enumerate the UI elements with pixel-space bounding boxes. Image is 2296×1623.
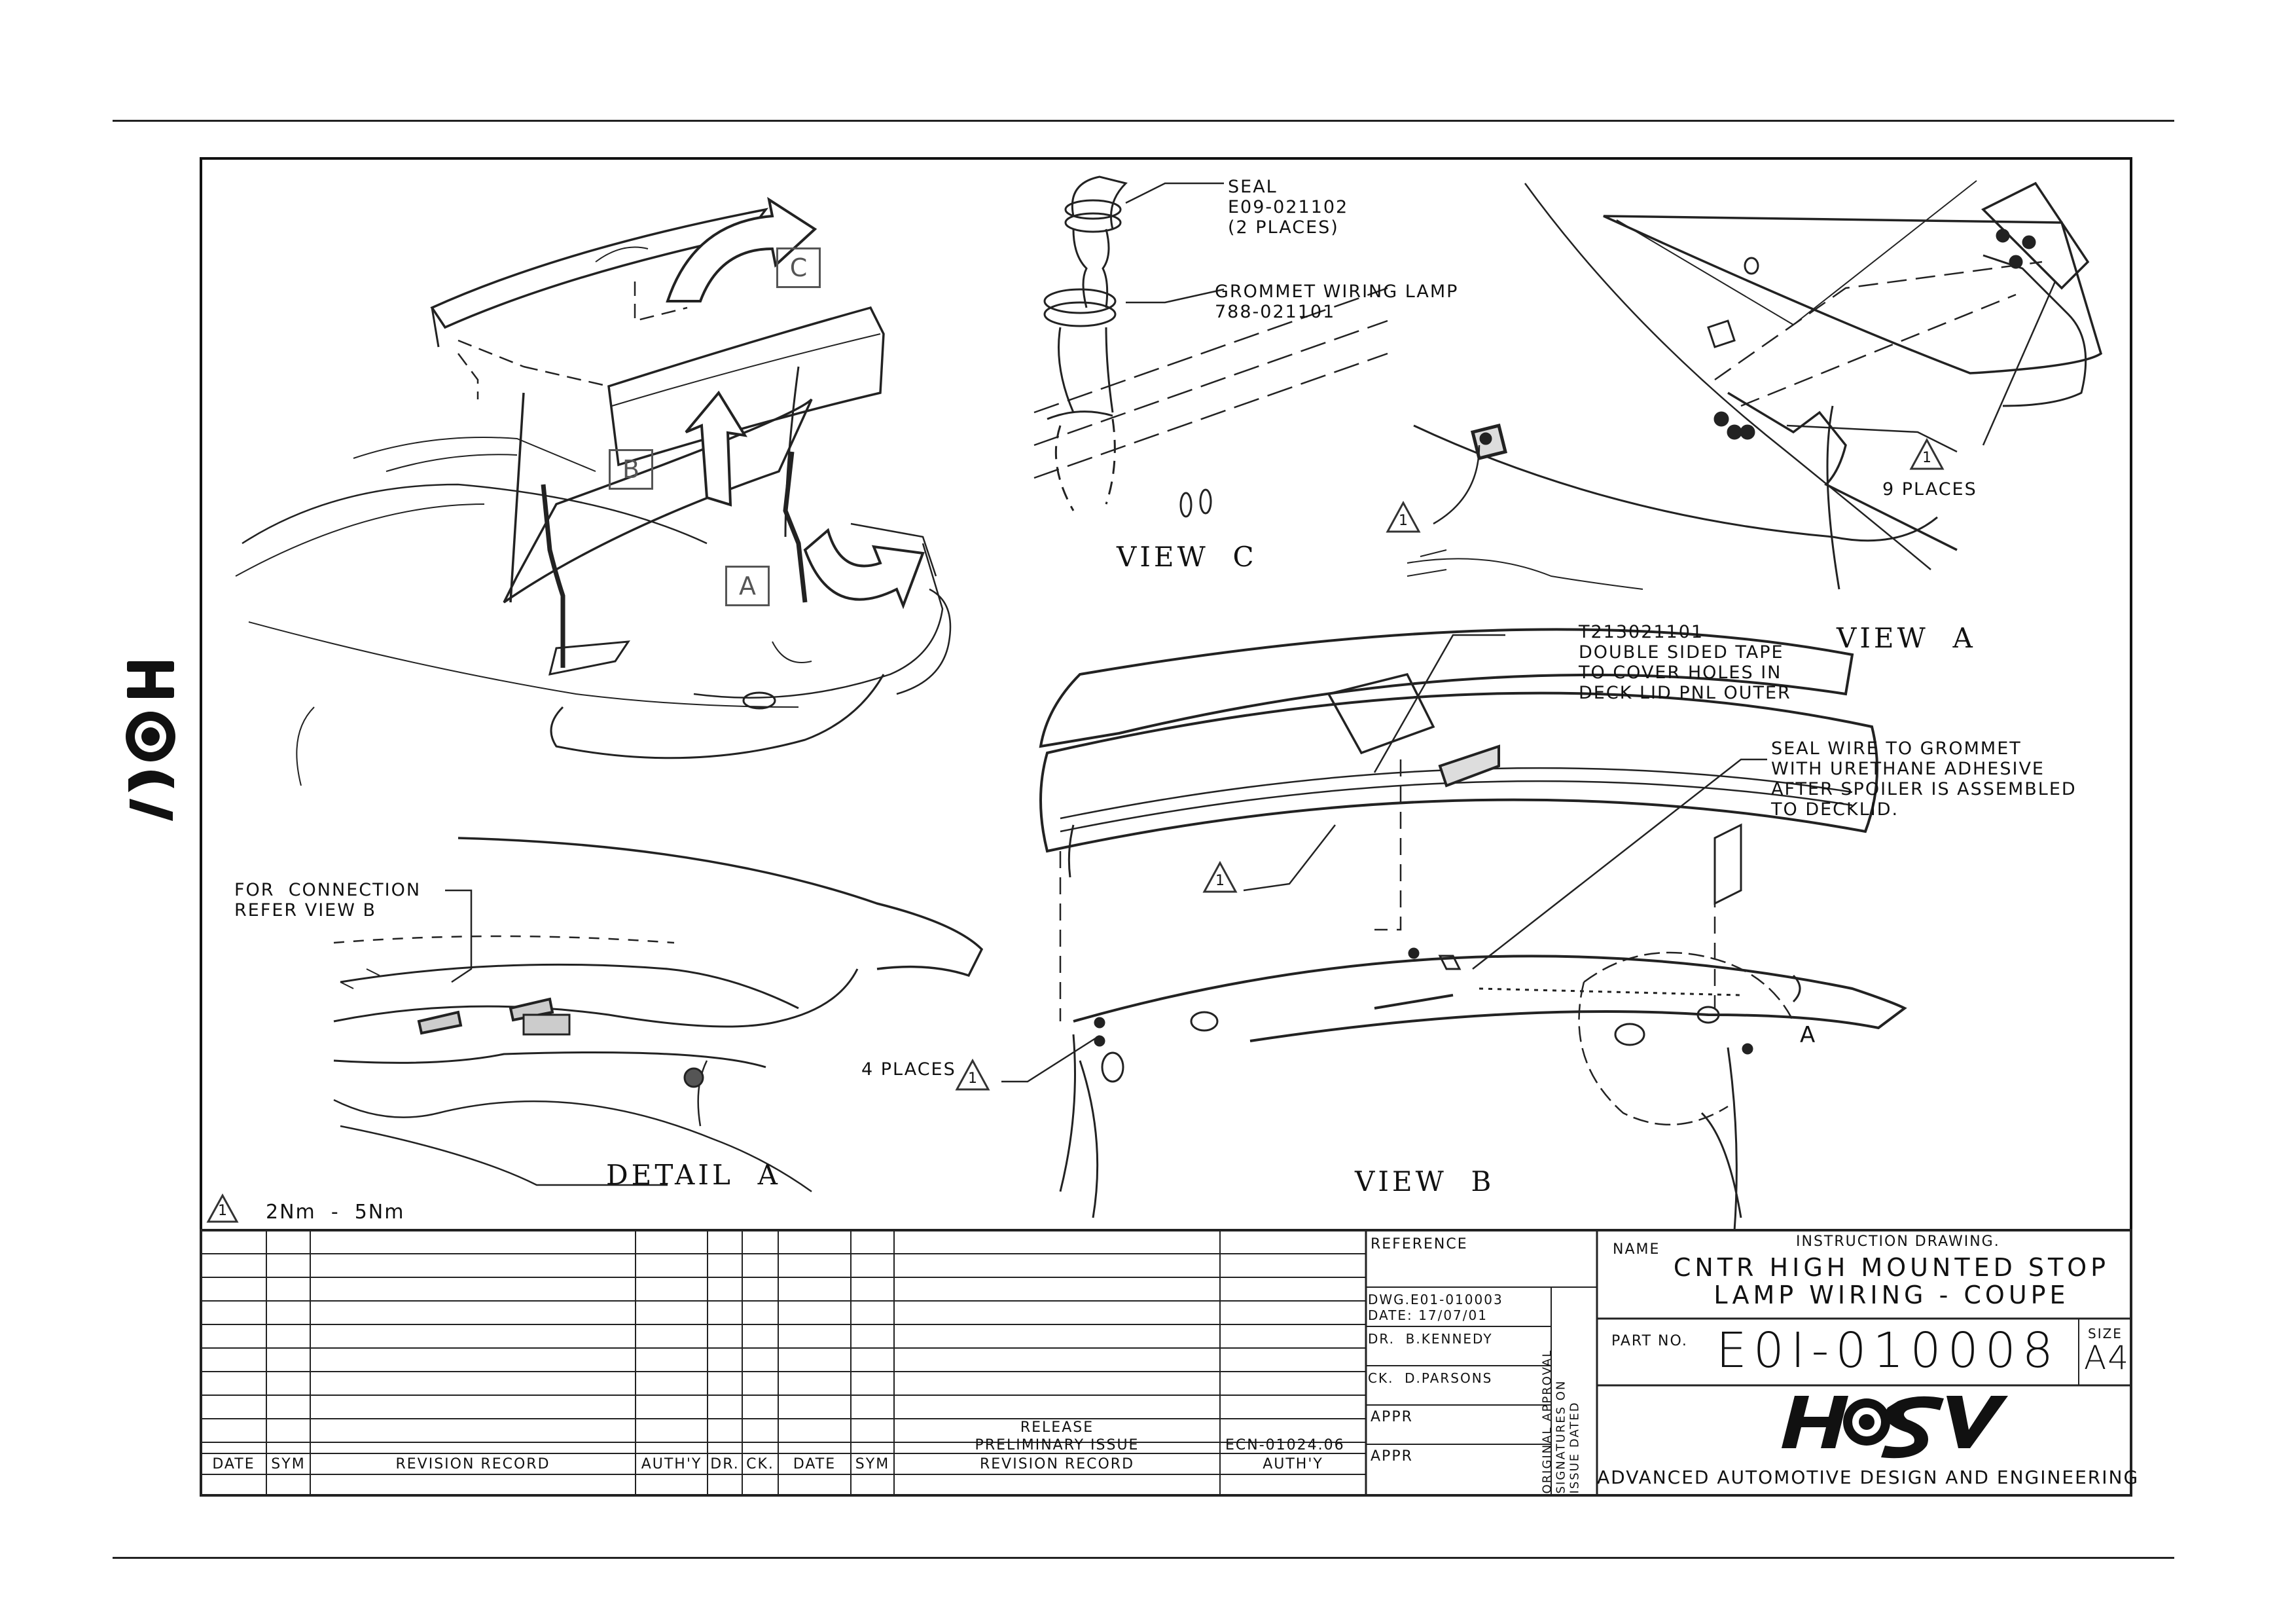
rev-header-record-1: REVISION RECORD	[395, 1456, 550, 1472]
reference-label: REFERENCE	[1371, 1236, 1468, 1252]
drawing-name-line-1: CNTR HIGH MOUNTED STOP	[1673, 1253, 2110, 1282]
approval-1: APPR	[1371, 1409, 1413, 1425]
rotate-arrow-c	[666, 196, 817, 302]
torque-triangle-note-number: 1	[218, 1203, 227, 1219]
callout-seal: SEAL E09-021102 (2 PLACES)	[1228, 177, 1349, 238]
dwg-number: DWG.E01-010003	[1368, 1292, 1503, 1307]
drawing-date: DATE: 17/07/01	[1368, 1307, 1488, 1323]
document-type: INSTRUCTION DRAWING.	[1796, 1233, 2000, 1250]
bottom-rule	[113, 1557, 2174, 1559]
part-no-label: PART NO.	[1611, 1333, 1688, 1349]
callout-seal-wire: SEAL WIRE TO GROMMET WITH URETHANE ADHES…	[1771, 739, 2077, 820]
rev-header-dr: DR.	[710, 1456, 740, 1472]
torque-triangle-view-a-right	[1909, 437, 1945, 470]
torque-triangle-view-a-left	[1386, 500, 1421, 533]
view-a-circle-marker: A	[1800, 1022, 1817, 1048]
torque-triangle-detail-number: 1	[968, 1070, 977, 1087]
callout-connection: FOR CONNECTION REFER VIEW B	[234, 880, 422, 921]
detail-a-title: DETAIL A	[606, 1159, 781, 1191]
torque-triangle-view-a-right-number: 1	[1922, 450, 1931, 466]
view-a-title: VIEW A	[1837, 622, 1976, 654]
approval-vertical-note: ORIGINAL APPROVAL SIGNATURES ON ISSUE DA…	[1540, 1349, 1582, 1494]
top-rule	[113, 120, 2174, 122]
drawn-by: DR. B.KENNEDY	[1368, 1331, 1493, 1347]
torque-triangle-view-b	[1202, 860, 1238, 893]
rev-header-record-2: REVISION RECORD	[979, 1456, 1135, 1472]
rev-header-sym-2: SYM	[855, 1456, 890, 1472]
rev-release: RELEASE	[1020, 1419, 1094, 1436]
checked-by: CK. D.PARSONS	[1368, 1370, 1493, 1386]
drawing-name-line-2: LAMP WIRING - COUPE	[1713, 1281, 2070, 1309]
rev-header-auth-1: AUTH'Y	[641, 1456, 702, 1472]
rev-header-auth-2: AUTH'Y	[1263, 1456, 1323, 1472]
company-name: ADVANCED AUTOMOTIVE DESIGN AND ENGINEERI…	[1597, 1467, 2140, 1488]
name-label: NAME	[1613, 1241, 1660, 1258]
view-b-illustration	[1001, 628, 1907, 1231]
step-box-a: A	[725, 566, 770, 606]
rev-preliminary: PRELIMINARY ISSUE	[975, 1437, 1139, 1453]
title-block-grid	[200, 1229, 2132, 1497]
step-box-c: C	[776, 247, 821, 288]
callout-tape: T213021101 DOUBLE SIDED TAPE TO COVER HO…	[1579, 622, 1791, 703]
rev-header-sym-1: SYM	[271, 1456, 306, 1472]
view-b-title: VIEW B	[1355, 1165, 1495, 1197]
rev-header-ck: CK.	[746, 1456, 774, 1472]
torque-triangle-view-a-left-number: 1	[1399, 513, 1408, 529]
callout-nine-places: 9 PLACES	[1882, 479, 1977, 500]
detail-a-illustration	[333, 837, 984, 1193]
view-c-title: VIEW C	[1117, 541, 1257, 573]
rev-header-date-1: DATE	[212, 1456, 255, 1472]
view-a-illustration	[1407, 180, 2103, 590]
callout-grommet: GROMMET WIRING LAMP 788-021101	[1215, 282, 1459, 322]
hsv-logo-mark	[1782, 1396, 2008, 1459]
size-label: SIZE	[2088, 1326, 2123, 1341]
boot-assembly-illustration	[235, 196, 952, 786]
torque-triangle-note	[206, 1193, 239, 1223]
callout-four-places: 4 PLACES	[861, 1059, 956, 1080]
part-number: E0I-010008	[1716, 1322, 2060, 1379]
sheet-size: A4	[2084, 1339, 2130, 1377]
rev-header-date-2: DATE	[793, 1456, 836, 1472]
approval-2: APPR	[1371, 1448, 1413, 1465]
torque-triangle-detail	[955, 1058, 990, 1091]
torque-note: 2Nm - 5Nm	[266, 1201, 405, 1224]
torque-triangle-view-b-number: 1	[1215, 873, 1225, 889]
lift-arrow-b	[685, 390, 747, 507]
torque-symbols	[206, 437, 1945, 1223]
view-c-illustration	[1033, 175, 1388, 518]
rev-ecn: ECN-01024.06	[1225, 1437, 1345, 1453]
rotate-arrow-a	[803, 528, 925, 610]
hsv-side-logo	[126, 661, 175, 821]
step-box-b: B	[609, 449, 653, 490]
